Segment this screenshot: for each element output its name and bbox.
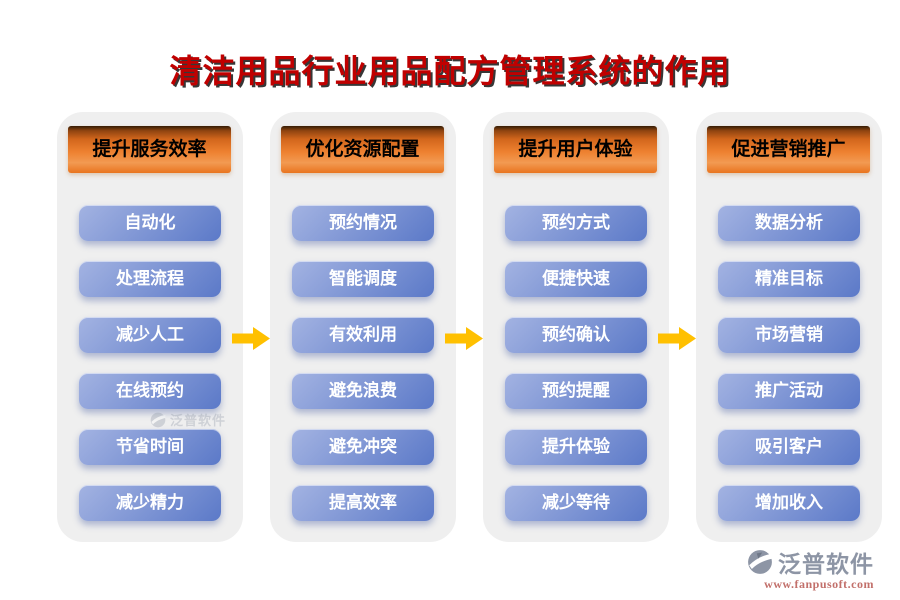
item-pill: 预约方式 [505,205,647,241]
item-pill: 增加收入 [718,485,860,521]
panel-header-user-experience: 提升用户体验 [494,126,657,173]
item-pill: 提升体验 [505,429,647,465]
item-stack: 预约情况 智能调度 有效利用 避免浪费 避免冲突 提高效率 [270,205,456,521]
item-pill: 数据分析 [718,205,860,241]
item-pill: 自动化 [79,205,221,241]
arrow-right-icon [232,327,270,350]
item-stack: 自动化 处理流程 减少人工 在线预约 节省时间 减少精力 [57,205,243,521]
item-stack: 数据分析 精准目标 市场营销 推广活动 吸引客户 增加收入 [696,205,882,521]
panel-header-service-efficiency: 提升服务效率 [68,126,231,173]
panel-header-marketing-promotion: 促进营销推广 [707,126,870,173]
fanpu-logo-icon [748,550,772,574]
item-pill: 预约情况 [292,205,434,241]
item-pill: 有效利用 [292,317,434,353]
item-pill: 推广活动 [718,373,860,409]
item-pill: 节省时间 [79,429,221,465]
page-title: 清洁用品行业用品配方管理系统的作用 [169,53,731,89]
item-pill: 减少人工 [79,317,221,353]
item-pill: 在线预约 [79,373,221,409]
panel-header-resource-allocation: 优化资源配置 [281,126,444,173]
item-pill: 精准目标 [718,261,860,297]
item-pill: 便捷快速 [505,261,647,297]
arrow-right-icon [658,327,696,350]
item-pill: 减少精力 [79,485,221,521]
panel-service-efficiency: 提升服务效率 自动化 处理流程 减少人工 在线预约 节省时间 减少精力 [57,112,243,542]
panel-user-experience: 提升用户体验 预约方式 便捷快速 预约确认 预约提醒 提升体验 减少等待 [483,112,669,542]
footer-brand-url: www.fanpusoft.com [764,577,874,591]
arrow-right-icon [445,327,483,350]
item-pill: 吸引客户 [718,429,860,465]
item-pill: 处理流程 [79,261,221,297]
panel-marketing-promotion: 促进营销推广 数据分析 精准目标 市场营销 推广活动 吸引客户 增加收入 [696,112,882,542]
item-stack: 预约方式 便捷快速 预约确认 预约提醒 提升体验 减少等待 [483,205,669,521]
item-pill: 减少等待 [505,485,647,521]
item-pill: 市场营销 [718,317,860,353]
item-pill: 预约确认 [505,317,647,353]
item-pill: 智能调度 [292,261,434,297]
footer-brand: 泛普软件 www.fanpusoft.com [747,545,874,592]
item-pill: 避免浪费 [292,373,434,409]
panel-resource-allocation: 优化资源配置 预约情况 智能调度 有效利用 避免浪费 避免冲突 提高效率 [270,112,456,542]
item-pill: 避免冲突 [292,429,434,465]
item-pill: 提高效率 [292,485,434,521]
footer-brand-name: 泛普软件 [778,551,874,577]
item-pill: 预约提醒 [505,373,647,409]
